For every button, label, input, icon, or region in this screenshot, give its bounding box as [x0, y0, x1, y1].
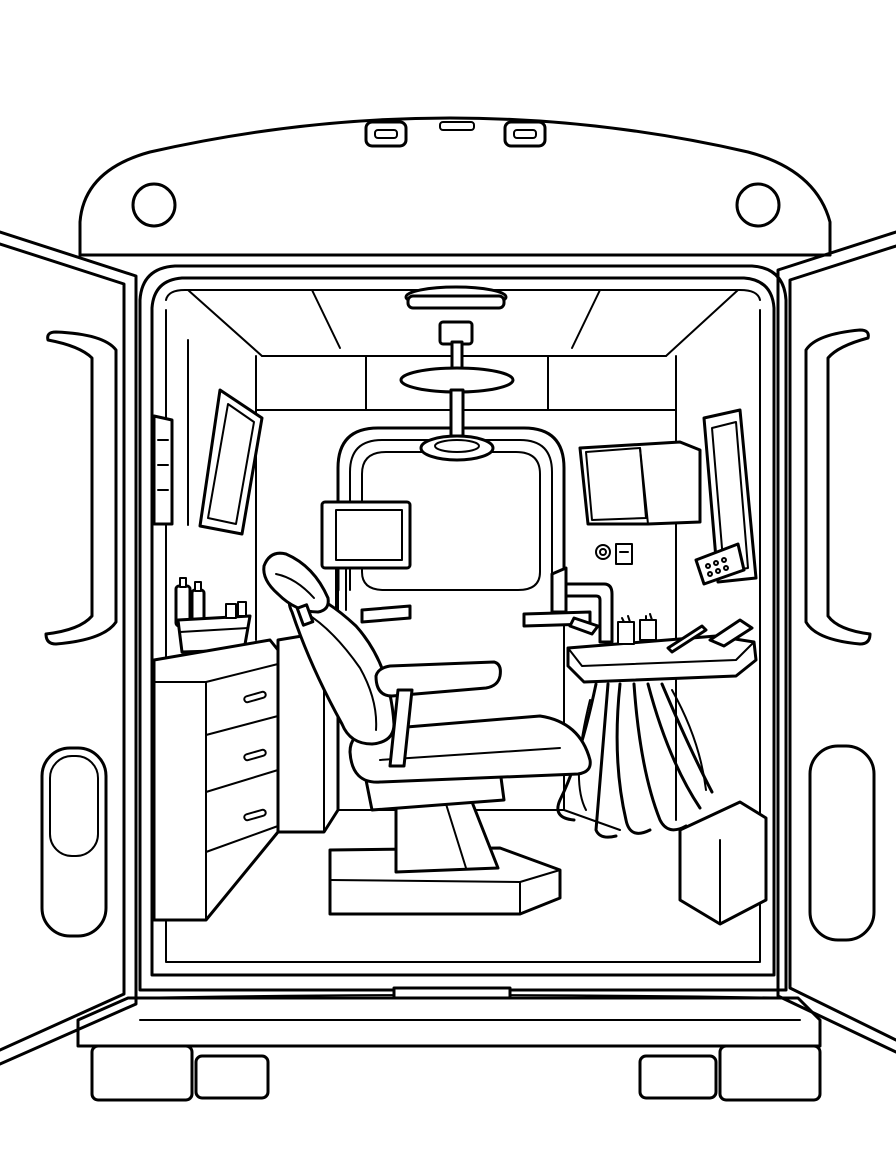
wall-keypad	[696, 544, 744, 584]
right-wall-monitor	[580, 442, 700, 524]
drawer-cabinet	[154, 640, 278, 920]
right-wall-window	[704, 410, 756, 582]
roof-marker-light-left	[133, 184, 175, 226]
operator-monitor	[322, 502, 410, 610]
dental-chair	[264, 553, 598, 914]
left-rear-door	[0, 232, 136, 1064]
supply-tray	[176, 578, 250, 652]
wall-switches	[596, 544, 632, 564]
delivery-unit-arm	[552, 568, 612, 642]
van-rear-frame	[140, 266, 786, 990]
instrument-tray	[568, 614, 756, 682]
roof-marker-light-right	[737, 184, 779, 226]
rear-bumper	[78, 988, 820, 1046]
left-wall-cabinet	[154, 416, 172, 524]
ceiling-dental-light	[401, 287, 513, 460]
foot-pedal-box	[680, 802, 766, 924]
right-rear-door	[778, 232, 896, 1052]
left-wall-monitor	[200, 390, 262, 534]
van-roof	[80, 118, 830, 255]
instrument-hoses	[558, 684, 712, 837]
wheels-and-step	[92, 1046, 820, 1100]
